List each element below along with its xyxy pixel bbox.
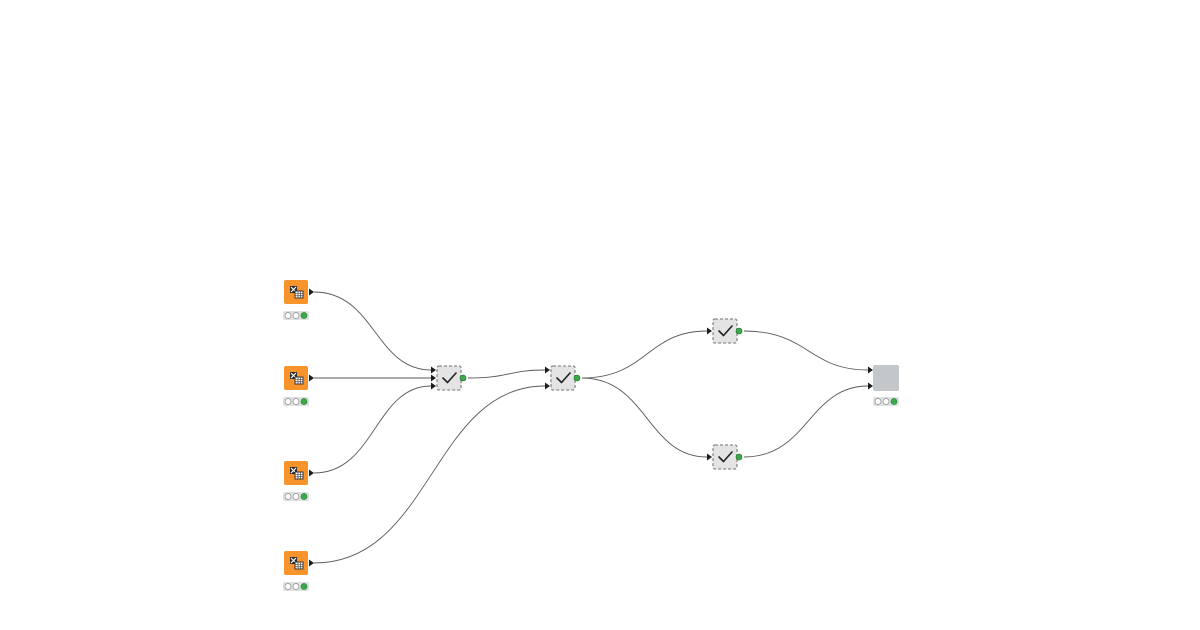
input-port-arrow (431, 374, 436, 382)
checkmark-icon (718, 451, 733, 463)
input-port-arrow (707, 327, 712, 335)
excel-reader-icon (290, 286, 304, 299)
status-green-light (300, 583, 308, 590)
status-idle-light (882, 398, 890, 405)
grid-lines (295, 377, 303, 384)
flow-variable-port[interactable] (459, 374, 467, 382)
status-idle-light (284, 398, 292, 405)
connection-line-4[interactable] (313, 385, 546, 564)
node-body[interactable] (712, 444, 738, 470)
status-idle-light (284, 493, 292, 500)
excel-reader-icon (290, 557, 304, 570)
excel-reader-icon (290, 372, 304, 385)
grid-box (294, 290, 304, 299)
node-body[interactable] (712, 318, 738, 344)
excel-reader-status-3 (283, 492, 309, 501)
status-idle-light (292, 493, 300, 500)
test-node-4[interactable] (712, 444, 743, 470)
status-idle-light (292, 398, 300, 405)
sink-node[interactable] (873, 365, 899, 391)
excel-reader-node-1[interactable] (284, 280, 314, 304)
connection-line-3[interactable] (313, 385, 432, 474)
input-port-arrow (545, 382, 550, 390)
test-node-2[interactable] (550, 365, 581, 391)
excel-reader-node-2[interactable] (284, 366, 314, 390)
status-idle-light (284, 583, 292, 590)
connection-line-7[interactable] (581, 377, 708, 458)
status-green-light (300, 398, 308, 405)
input-port-arrow (707, 453, 712, 461)
connection-line-1[interactable] (313, 291, 432, 371)
connection-line-9[interactable] (743, 385, 869, 458)
excel-reader-status-4 (283, 582, 309, 591)
connections-layer (313, 291, 873, 564)
status-green-light (300, 493, 308, 500)
input-port-arrow (868, 382, 873, 390)
grid-box (294, 471, 304, 480)
node-body[interactable] (550, 365, 576, 391)
output-port[interactable] (309, 288, 314, 296)
node-body[interactable] (436, 365, 462, 391)
flow-variable-port[interactable] (735, 327, 743, 335)
checkmark-icon (556, 372, 571, 384)
status-idle-light (874, 398, 882, 405)
excel-reader-status-2 (283, 397, 309, 406)
connection-line-8[interactable] (743, 330, 869, 371)
input-port-arrow (868, 366, 873, 374)
output-port[interactable] (309, 469, 314, 477)
grid-box (294, 561, 304, 570)
grid-lines (295, 291, 303, 298)
status-idle-light (292, 312, 300, 319)
flow-variable-port[interactable] (573, 374, 581, 382)
grid-lines (295, 562, 303, 569)
excel-reader-node-3[interactable] (284, 461, 314, 485)
checkmark-icon (442, 372, 457, 384)
status-idle-light (284, 312, 292, 319)
connection-line-6[interactable] (581, 330, 708, 379)
status-green-light (890, 398, 898, 405)
status-idle-light (292, 583, 300, 590)
connection-line-5[interactable] (467, 369, 546, 379)
excel-reader-node-4[interactable] (284, 551, 314, 575)
status-green-light (300, 312, 308, 319)
nodes-layer (283, 280, 899, 591)
excel-reader-icon (290, 467, 304, 480)
input-port-arrow (431, 366, 436, 374)
grid-box (294, 376, 304, 385)
flow-variable-port[interactable] (735, 453, 743, 461)
output-port[interactable] (309, 374, 314, 382)
excel-reader-status-1 (283, 311, 309, 320)
output-port[interactable] (309, 559, 314, 567)
test-node-1[interactable] (436, 365, 467, 391)
sink-status-1 (873, 397, 899, 406)
grid-lines (295, 472, 303, 479)
checkmark-icon (718, 325, 733, 337)
input-port-arrow (431, 382, 436, 390)
input-port-arrow (545, 366, 550, 374)
test-node-3[interactable] (712, 318, 743, 344)
node-body[interactable] (873, 365, 899, 391)
